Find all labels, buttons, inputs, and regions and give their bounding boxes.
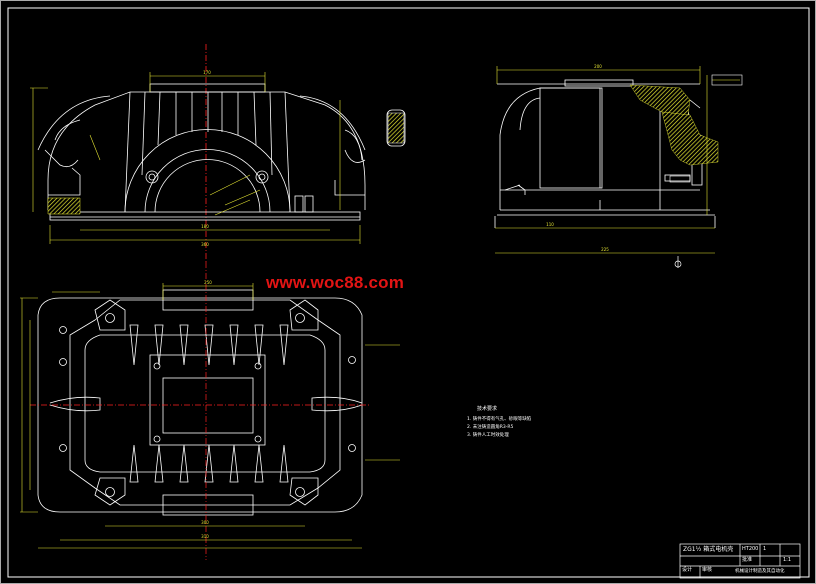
side-label-box [711, 74, 743, 86]
title-block-school: 机械设计制造及其自动化 [735, 569, 785, 574]
plan-dimensions [20, 283, 400, 549]
front-detail-box [386, 109, 406, 147]
front-dimensions [30, 72, 361, 244]
watermark: www.woc88.com [266, 273, 405, 292]
inner-frame [7, 7, 810, 578]
title-block-title: ZG1½ 箱式电机壳 [683, 546, 734, 553]
plan-view [37, 289, 363, 516]
tech-note-3: 3. 铸件人工时效处理 [467, 433, 509, 438]
title-block-approver: 批准 [742, 557, 753, 563]
front-dim-top: 170 [203, 70, 211, 75]
front-dim-bottom: 360 [201, 242, 209, 247]
side-dim-left: 110 [546, 222, 554, 227]
front-hatch-left [47, 197, 81, 215]
title-block-scale: 1:1 [783, 557, 792, 563]
side-hatch-top [629, 84, 691, 116]
plan-dim-bottom2: 310 [201, 534, 209, 539]
front-dim-mid: 180 [201, 224, 209, 229]
title-block-partno: 1 [763, 546, 767, 552]
plan-dim-top: 250 [204, 280, 212, 285]
side-dimensions [495, 66, 740, 254]
side-view [494, 79, 716, 228]
front-view [37, 44, 366, 262]
tech-notes-heading: 技术要求 [477, 406, 498, 412]
title-block-material: HT200 [742, 546, 759, 552]
side-label-box-2 [669, 175, 691, 183]
title-block-designer: 设计 [682, 567, 693, 573]
front-hatch-right [387, 112, 405, 144]
title-block [679, 543, 801, 579]
plan-dim-bottom: 300 [201, 520, 209, 525]
side-hatch-main [661, 111, 719, 166]
tech-note-1: 1. 铸件不得有气孔、砂眼等缺陷 [467, 417, 532, 422]
side-dim-bottom: 225 [601, 247, 609, 252]
title-block-checker: 审核 [702, 567, 713, 573]
tech-note-2: 2. 未注铸造圆角R3-R5 [467, 425, 514, 430]
side-dim-top: 200 [594, 64, 602, 69]
